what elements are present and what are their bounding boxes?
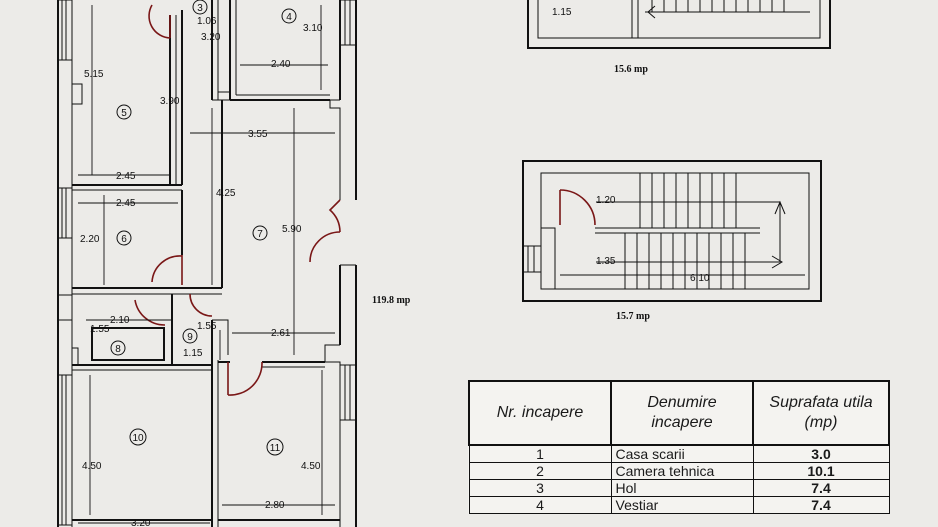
cell-name: Camera tehnica xyxy=(610,462,754,480)
dim-label: 3.55 xyxy=(248,129,268,140)
room-number: 4 xyxy=(286,12,292,23)
dim-label: 1.15 xyxy=(552,7,572,18)
cell-name: Casa scarii xyxy=(610,444,754,463)
table-row: 4 Vestiar 7.4 xyxy=(468,496,890,514)
room-number: 9 xyxy=(187,332,193,343)
dim-label: 2.45 xyxy=(116,171,136,182)
stair-bottom-detail: 1.20 1.35 6.10 15.7 mp xyxy=(522,160,822,322)
dim-label: 1.06 xyxy=(197,16,217,27)
room-number: 7 xyxy=(257,229,263,240)
dim-label: 2.10 xyxy=(110,315,130,326)
dim-label: 2.45 xyxy=(116,198,136,209)
cell-name: Vestiar xyxy=(610,496,754,514)
room-number: 8 xyxy=(115,344,121,355)
dim-label: 5.90 xyxy=(282,224,302,235)
dim-label: 3.20 xyxy=(131,518,151,527)
header-name: Denumire incapere xyxy=(610,380,754,446)
header-nr: Nr. incapere xyxy=(468,380,612,446)
dim-label: 4.25 xyxy=(216,188,236,199)
dim-label: 1.20 xyxy=(596,195,616,206)
cell-name: Hol xyxy=(610,479,754,497)
legend-header-row: Nr. incapere Denumire incapere Suprafata… xyxy=(468,380,890,446)
room-number: 11 xyxy=(270,443,281,454)
cell-area: 7.4 xyxy=(752,496,890,514)
dim-label: 1.55 xyxy=(197,321,217,332)
cell-area: 3.0 xyxy=(752,444,890,463)
dim-label: 3.10 xyxy=(303,23,323,34)
dim-label: 1.35 xyxy=(596,256,616,267)
dim-label: 1.55 xyxy=(90,324,110,335)
room-number: 5 xyxy=(121,108,127,119)
dim-label: 6.10 xyxy=(690,273,710,284)
dim-label: 2.40 xyxy=(271,59,291,70)
dim-label: 4.50 xyxy=(82,461,102,472)
main-plan-walls xyxy=(57,0,357,527)
dim-label: 4.50 xyxy=(301,461,321,472)
cell-nr: 1 xyxy=(468,444,612,463)
cell-nr: 4 xyxy=(468,496,612,514)
dim-label: 2.80 xyxy=(265,500,285,511)
cell-area: 10.1 xyxy=(752,462,890,480)
cell-nr: 3 xyxy=(468,479,612,497)
dim-label: 2.20 xyxy=(80,234,100,245)
total-area-label: 119.8 mp xyxy=(372,295,411,306)
dim-label: 1.15 xyxy=(183,348,203,359)
dim-label: 5.15 xyxy=(84,69,104,80)
cell-nr: 2 xyxy=(468,462,612,480)
room-number: 10 xyxy=(132,433,144,444)
dim-label: 3.90 xyxy=(160,96,180,107)
dim-label: 2.61 xyxy=(271,328,291,339)
table-row: 3 Hol 7.4 xyxy=(468,479,890,497)
dim-label: 3.20 xyxy=(201,32,221,43)
table-row: 2 Camera tehnica 10.1 xyxy=(468,462,890,480)
stair-top-detail: 1.15 15.6 mp xyxy=(527,0,831,75)
table-row: 1 Casa scarii 3.0 xyxy=(468,444,890,463)
room-number: 6 xyxy=(121,234,127,245)
header-area: Suprafata utila (mp) xyxy=(752,380,890,446)
dimension-lines xyxy=(78,5,335,524)
stair-bottom-area: 15.7 mp xyxy=(616,311,650,322)
room-legend-table: Nr. incapere Denumire incapere Suprafata… xyxy=(468,380,890,514)
doors xyxy=(134,4,341,396)
cell-area: 7.4 xyxy=(752,479,890,497)
room-number: 3 xyxy=(197,3,203,14)
room-markers: 3 4 5 6 7 8 9 10 11 xyxy=(110,0,297,456)
dimension-labels: 1.06 3.20 3.10 2.40 5.15 3.90 3.55 2.45 … xyxy=(80,16,323,527)
stair-top-area: 15.6 mp xyxy=(614,64,648,75)
